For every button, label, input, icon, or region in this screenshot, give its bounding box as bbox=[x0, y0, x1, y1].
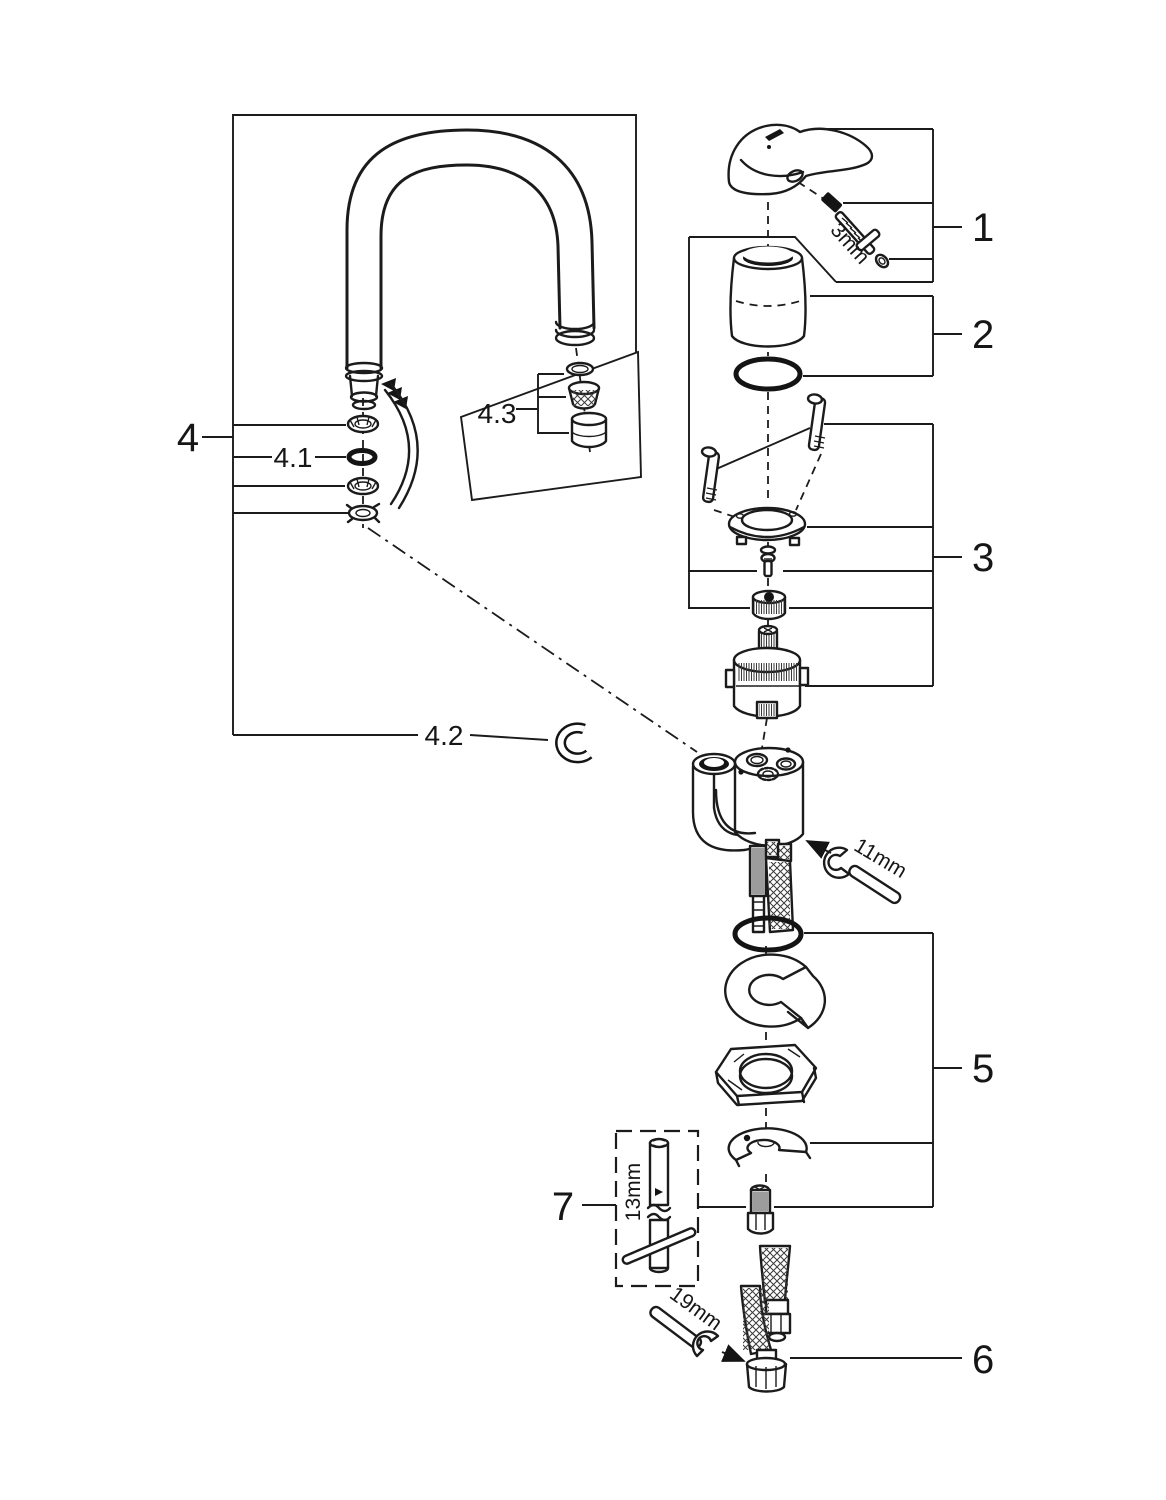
handle-slot bbox=[765, 129, 784, 141]
supply-hose bbox=[739, 1244, 792, 1356]
retaining-ring bbox=[345, 502, 381, 524]
hose-union-nut bbox=[745, 1348, 788, 1393]
cartridge-nut bbox=[751, 589, 787, 621]
handle-lever bbox=[727, 123, 874, 196]
cartridge-screw bbox=[759, 545, 777, 578]
callout-label-4-2: 4.2 bbox=[425, 720, 464, 751]
callout-label-2: 2 bbox=[972, 313, 994, 357]
tool-box-frame bbox=[614, 1129, 700, 1288]
base-o-ring bbox=[732, 915, 804, 953]
mounting-nut bbox=[714, 1043, 818, 1107]
callout-lines-left bbox=[202, 373, 569, 741]
socket-size-label: 13mm bbox=[622, 1163, 645, 1221]
supply-shank bbox=[748, 838, 795, 934]
body-cartridge-port bbox=[745, 752, 769, 768]
callout-bracket-5 bbox=[582, 932, 962, 1208]
aerator-insert bbox=[567, 380, 601, 410]
spout bbox=[344, 128, 596, 411]
callout-label-6: 6 bbox=[972, 1338, 994, 1382]
callout-label-5: 5 bbox=[972, 1047, 994, 1091]
socket-wrench-icon bbox=[614, 1129, 700, 1288]
spout-bearing-upper bbox=[346, 414, 380, 434]
callout-label-7: 7 bbox=[552, 1185, 574, 1229]
callout-bracket-3 bbox=[688, 423, 962, 687]
aerator-washer bbox=[565, 361, 595, 377]
callout-label-3: 3 bbox=[972, 536, 994, 580]
hex-key-icon bbox=[834, 211, 890, 269]
spout-bearing-lower bbox=[346, 476, 380, 496]
open-end-wrench-icon bbox=[805, 840, 902, 905]
insert-chevrons-icon bbox=[381, 378, 408, 409]
horseshoe-washer bbox=[727, 1127, 812, 1168]
callout-label-4: 4 bbox=[177, 416, 199, 460]
spout-o-ring-4-1 bbox=[346, 448, 378, 466]
aerator-housing bbox=[570, 411, 608, 449]
cartridge bbox=[724, 624, 810, 720]
escutcheon-cap bbox=[729, 245, 807, 348]
handle-grub-screw bbox=[821, 192, 842, 213]
callout-label-4-1: 4.1 bbox=[274, 442, 313, 473]
cap-o-ring bbox=[733, 356, 803, 392]
hose-wrench-icon bbox=[649, 1305, 746, 1362]
callout-label-4-3: 4.3 bbox=[478, 398, 517, 429]
faucet-body bbox=[691, 746, 805, 852]
spout-leader-curves bbox=[383, 382, 419, 510]
mounting-ring bbox=[727, 506, 807, 547]
spout-tip bbox=[554, 329, 596, 347]
handle-screw-boss bbox=[786, 169, 804, 183]
c-clip bbox=[555, 722, 593, 764]
callout-bracket-1 bbox=[688, 128, 962, 608]
fixing-screw-right bbox=[806, 393, 827, 452]
fixing-screw-left bbox=[700, 446, 721, 504]
callout-bracket-2 bbox=[803, 295, 962, 377]
clamping-block bbox=[724, 953, 827, 1030]
threaded-pin bbox=[746, 1184, 775, 1235]
callout-label-1: 1 bbox=[972, 206, 994, 250]
